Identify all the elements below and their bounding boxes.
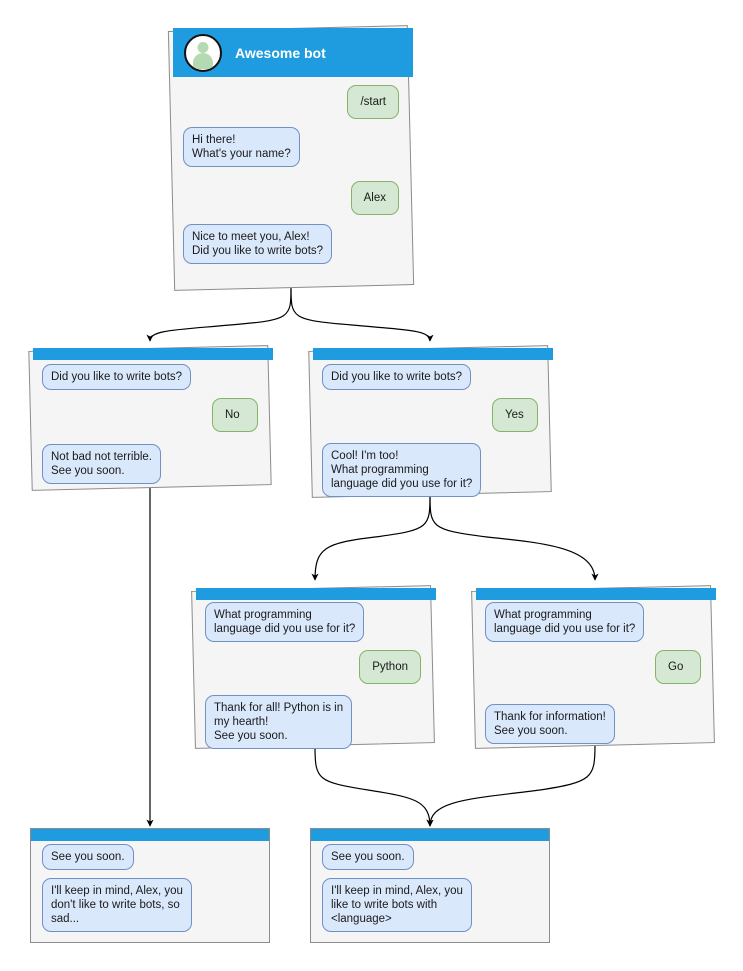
node-end-happy-messages: See you soon. I'll keep in mind, Alex, y… (310, 844, 550, 940)
node-lang-go-content: What programming language did you use fo… (473, 588, 716, 746)
message-row: Go (485, 650, 701, 684)
message-row: What programming language did you use fo… (205, 602, 421, 642)
bot-message-bubble[interactable]: Thank for information! See you soon. (485, 704, 615, 744)
bot-message-bubble[interactable]: Hi there! What's your name? (183, 127, 300, 167)
edge-python-to-end-happy (314, 746, 434, 827)
node-end-happy-content: See you soon. I'll keep in mind, Alex, y… (310, 828, 550, 943)
user-message-bubble[interactable]: Python (359, 650, 421, 684)
edge-yes-to-python (311, 493, 431, 581)
message-row: What programming language did you use fo… (485, 602, 701, 642)
node-answer-no-messages: Did you like to write bots? No Not bad n… (30, 364, 270, 492)
bot-message-bubble[interactable]: What programming language did you use fo… (205, 602, 365, 642)
message-row: I'll keep in mind, Alex, you don't like … (42, 878, 258, 932)
message-row: Did you like to write bots? (42, 364, 258, 390)
message-row: See you soon. (42, 844, 258, 870)
user-message-bubble[interactable]: No (212, 398, 258, 432)
message-row: See you soon. (322, 844, 538, 870)
edge-yes-to-go (429, 493, 599, 581)
message-row: Thank for all! Python is in my hearth! S… (205, 695, 421, 749)
user-message-bubble[interactable]: Yes (492, 398, 538, 432)
node-answer-no-content: Did you like to write bots? No Not bad n… (30, 348, 273, 488)
node-answer-yes-content: Did you like to write bots? Yes Cool! I'… (310, 348, 553, 497)
bot-message-bubble[interactable]: Cool! I'm too! What programming language… (322, 443, 482, 497)
bot-message-bubble[interactable]: What programming language did you use fo… (485, 602, 645, 642)
bot-message-bubble[interactable]: Did you like to write bots? (322, 364, 472, 390)
node-lang-python-content: What programming language did you use fo… (193, 588, 436, 749)
node-end-sad-messages: See you soon. I'll keep in mind, Alex, y… (30, 844, 270, 940)
user-message-bubble[interactable]: Alex (350, 181, 399, 215)
node-lang-python-messages: What programming language did you use fo… (193, 602, 433, 757)
bot-name-label: Awesome bot (235, 44, 326, 61)
message-row: Thank for information! See you soon. (485, 704, 701, 744)
message-row: /start (183, 85, 399, 119)
message-row: Alex (183, 181, 399, 215)
bot-message-bubble[interactable]: I'll keep in mind, Alex, you like to wri… (322, 878, 472, 932)
node-start[interactable]: Awesome bot /start Hi there! What's your… (167, 25, 415, 291)
node-answer-no[interactable]: Did you like to write bots? No Not bad n… (28, 345, 273, 491)
message-row: I'll keep in mind, Alex, you like to wri… (322, 878, 538, 932)
person-avatar-icon (184, 33, 222, 72)
node-end-sad-titlebar (31, 829, 269, 841)
message-row: Not bad not terrible. See you soon. (42, 444, 258, 484)
node-answer-yes[interactable]: Did you like to write bots? Yes Cool! I'… (308, 345, 553, 498)
message-row: No (42, 398, 258, 432)
node-start-content: Awesome bot /start Hi there! What's your… (171, 28, 413, 288)
node-start-messages: /start Hi there! What's your name? Alex … (171, 85, 411, 272)
bot-message-bubble[interactable]: Thank for all! Python is in my hearth! S… (205, 695, 353, 749)
node-end-sad-content: See you soon. I'll keep in mind, Alex, y… (30, 828, 270, 943)
node-answer-no-titlebar (33, 348, 273, 360)
user-message-bubble[interactable]: Go (655, 650, 701, 684)
message-row: Yes (322, 398, 538, 432)
bot-message-bubble[interactable]: See you soon. (322, 844, 414, 870)
node-answer-yes-messages: Did you like to write bots? Yes Cool! I'… (310, 364, 550, 505)
node-lang-go-messages: What programming language did you use fo… (473, 602, 713, 752)
node-end-happy[interactable]: See you soon. I'll keep in mind, Alex, y… (310, 828, 550, 943)
user-message-bubble[interactable]: /start (347, 85, 399, 119)
bot-message-bubble[interactable]: I'll keep in mind, Alex, you don't like … (42, 878, 192, 932)
node-lang-go-titlebar (476, 588, 716, 600)
edge-start-to-no (146, 286, 292, 342)
node-start-titlebar: Awesome bot (173, 28, 413, 77)
bot-message-bubble[interactable]: Nice to meet you, Alex! Did you like to … (183, 224, 333, 264)
message-row: Nice to meet you, Alex! Did you like to … (183, 224, 399, 264)
node-end-sad[interactable]: See you soon. I'll keep in mind, Alex, y… (30, 828, 270, 943)
node-lang-python[interactable]: What programming language did you use fo… (191, 585, 436, 749)
bot-message-bubble[interactable]: See you soon. (42, 844, 134, 870)
node-lang-go[interactable]: What programming language did you use fo… (471, 585, 716, 749)
message-row: Did you like to write bots? (322, 364, 538, 390)
message-row: Cool! I'm too! What programming language… (322, 443, 538, 497)
node-end-happy-titlebar (311, 829, 549, 841)
message-row: Python (205, 650, 421, 684)
node-answer-yes-titlebar (313, 348, 553, 360)
bot-message-bubble[interactable]: Did you like to write bots? (42, 364, 192, 390)
node-lang-python-titlebar (196, 588, 436, 600)
edge-start-to-yes (290, 286, 434, 342)
message-row: Hi there! What's your name? (183, 127, 399, 167)
bot-message-bubble[interactable]: Not bad not terrible. See you soon. (42, 444, 162, 484)
edge-go-to-end-happy (426, 744, 596, 827)
